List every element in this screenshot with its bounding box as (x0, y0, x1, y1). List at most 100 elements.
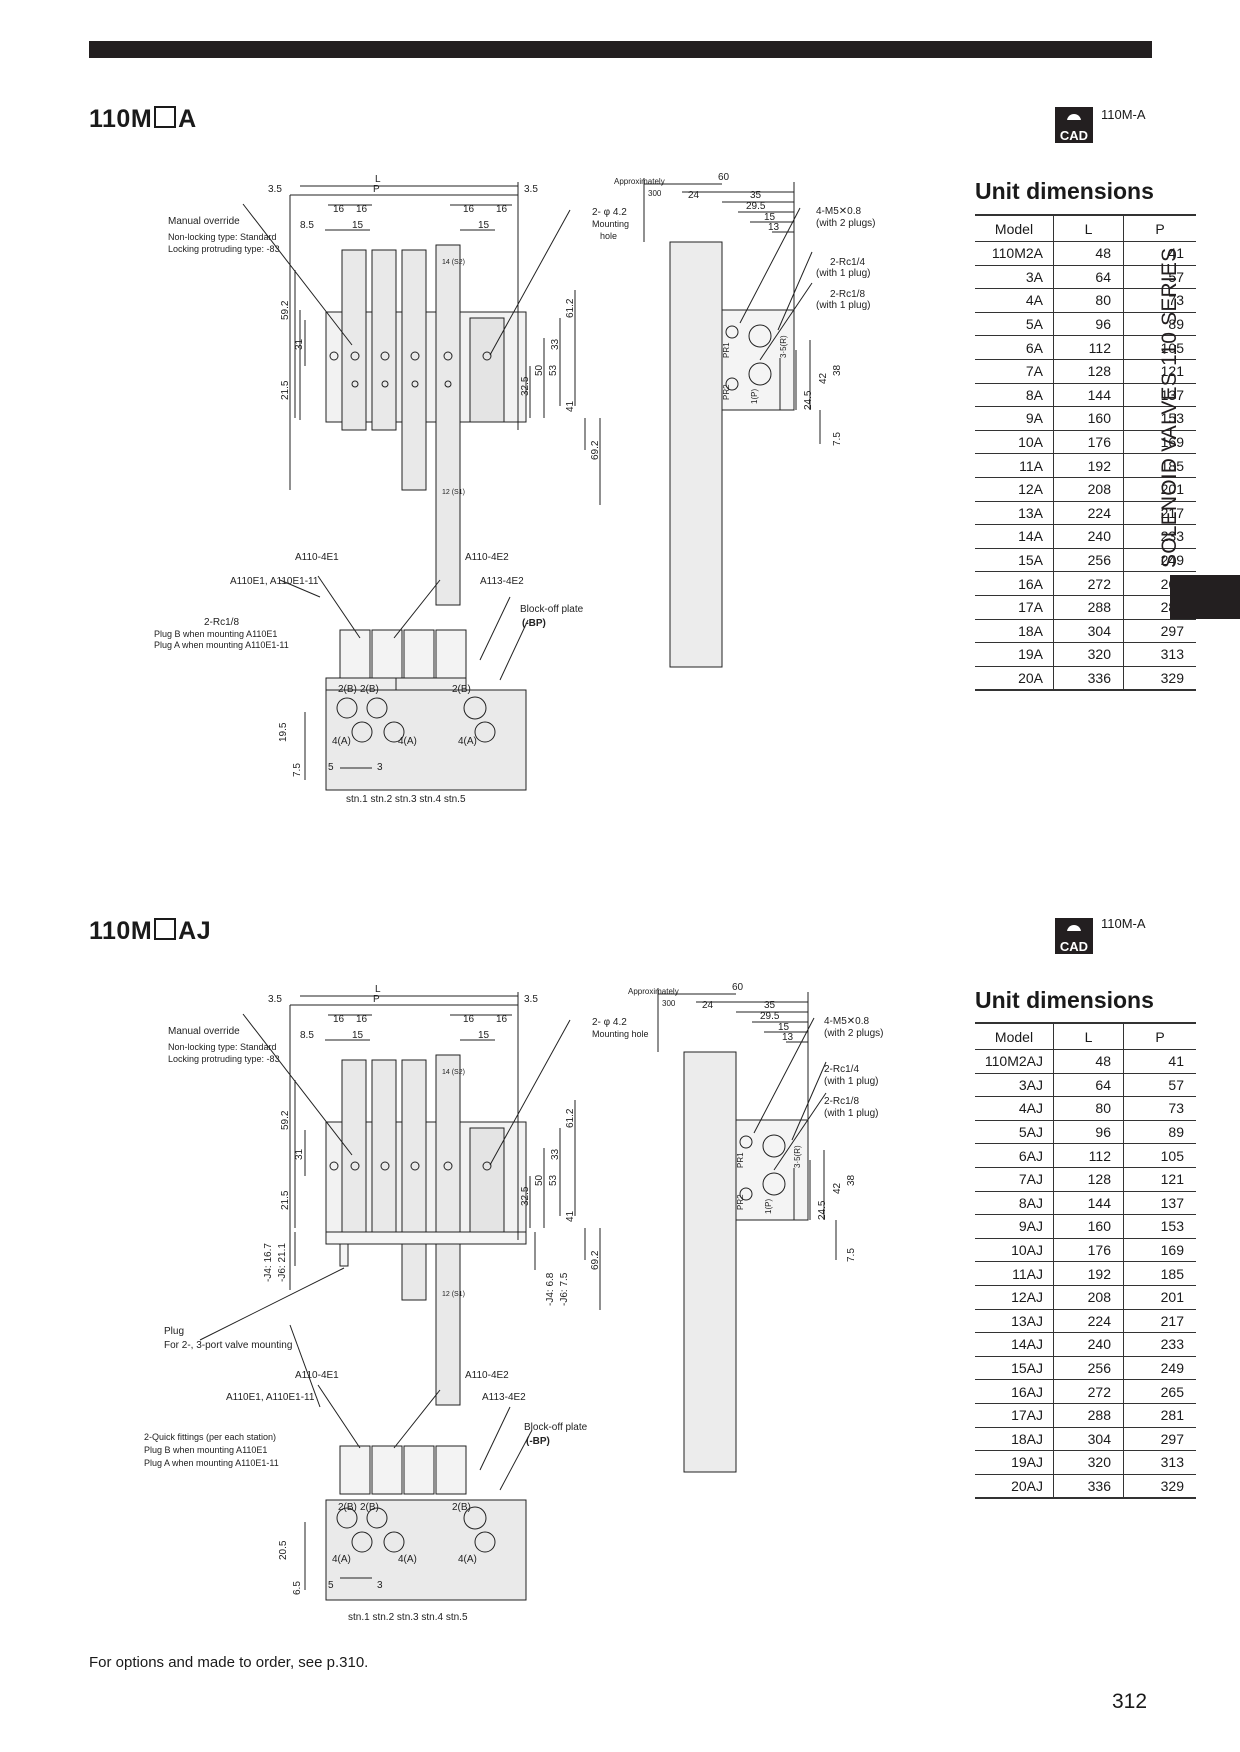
dim-label: 61.2 (565, 298, 576, 318)
dim-label: 29.5 (746, 201, 766, 212)
dim-label: 7.5 (292, 763, 303, 777)
dim-label: 15 (478, 1030, 490, 1041)
cell-p: 185 (1123, 1261, 1196, 1286)
cad-icon[interactable]: CAD (1055, 918, 1093, 954)
cell-l: 288 (1053, 595, 1124, 620)
dim-label: 16 (496, 1014, 508, 1025)
cell-l: 160 (1053, 1214, 1124, 1239)
dim-label: 16 (333, 204, 345, 215)
cell-l: 336 (1053, 1474, 1124, 1500)
cell-p: 73 (1123, 288, 1196, 313)
port-label: 2(B) (338, 1502, 357, 1513)
dim-label: 69.2 (590, 1250, 601, 1270)
label-stations: stn.1 stn.2 stn.3 stn.4 stn.5 (346, 794, 466, 805)
label-block-off: Block-off plate (524, 1422, 588, 1433)
label-manual-override: Manual override (168, 1026, 240, 1037)
dim-label: 29.5 (760, 1011, 780, 1022)
cell-model: 6AJ (975, 1143, 1054, 1168)
cell-model: 16A (975, 571, 1054, 596)
label-rc14-plug: (with 1 plug) (816, 268, 870, 279)
cell-model: 7AJ (975, 1167, 1054, 1192)
cell-model: 7A (975, 359, 1054, 384)
cell-l: 128 (1053, 359, 1124, 384)
label-s1: 12 (S1) (442, 489, 465, 496)
cell-p: 121 (1123, 359, 1196, 384)
label-m5-plugs: (with 2 plugs) (816, 218, 875, 229)
cell-model: 9A (975, 406, 1054, 431)
dim-label: 15 (352, 220, 364, 231)
cell-l: 224 (1053, 1309, 1124, 1334)
dim-label: 3.5 (524, 184, 538, 195)
cell-model: 8AJ (975, 1191, 1054, 1216)
dim-label: L (375, 174, 381, 185)
port-label: 2(B) (360, 684, 379, 695)
dim-label: 3.5 (268, 184, 282, 195)
label-m5: 4-M5✕0.8 (816, 206, 862, 217)
cell-l: 208 (1053, 477, 1124, 502)
dim-label: 20.5 (278, 1540, 289, 1560)
cell-l: 240 (1053, 1332, 1124, 1357)
cad-icon[interactable]: CAD (1055, 107, 1093, 143)
dim-label: 15 (764, 212, 776, 223)
cell-model: 3AJ (975, 1073, 1054, 1098)
cell-model: 5A (975, 312, 1054, 337)
dim-label: 42 (832, 1182, 843, 1194)
cell-l: 176 (1053, 430, 1124, 455)
cell-model: 13AJ (975, 1309, 1054, 1334)
cell-l: 208 (1053, 1285, 1124, 1310)
cell-model: 15A (975, 548, 1054, 573)
cell-p: 169 (1123, 1238, 1196, 1263)
dimension-drawing-110m-a: L P 3.5 3.5 16 16 16 16 8.5 15 15 Manual… (154, 172, 875, 805)
cell-p: 249 (1123, 1356, 1196, 1381)
dim-label: 21.5 (280, 1190, 291, 1210)
dimension-drawing-110m-aj: L P 3.5 3.5 16 16 16 16 8.5 15 15 Manual… (144, 982, 883, 1623)
label-manual-override: Manual override (168, 216, 240, 227)
col-model: Model (975, 1022, 1054, 1050)
cell-p: 297 (1123, 619, 1196, 644)
cell-l: 48 (1053, 241, 1124, 266)
cell-model: 14A (975, 524, 1054, 549)
dim-label: 38 (846, 1174, 857, 1186)
unit-dimensions-title: Unit dimensions (975, 178, 1154, 204)
side-series-label: SOLENOID VALVES 110 SERIES (1158, 247, 1181, 568)
cell-model: 11AJ (975, 1261, 1054, 1286)
cell-p: 89 (1123, 312, 1196, 337)
cell-l: 80 (1053, 1096, 1124, 1121)
cell-p: 265 (1123, 1379, 1196, 1404)
label-plug-a: Plug A when mounting A110E1-11 (144, 1458, 279, 1468)
label-mounting-hole: Mounting (592, 219, 629, 229)
label-s2: 14 (S2) (442, 1069, 465, 1076)
dim-label: 5 (328, 762, 334, 773)
label-approx: Approximately (614, 177, 665, 186)
cell-model: 4A (975, 288, 1054, 313)
label-a110-4e1: A110-4E1 (295, 552, 339, 563)
dim-label: 53 (548, 1174, 559, 1186)
port-label: 4(A) (332, 1554, 351, 1565)
cell-p: 169 (1123, 430, 1196, 455)
cell-model: 17AJ (975, 1403, 1054, 1428)
label-mounting-hole: 2- φ 4.2 (592, 1017, 627, 1028)
dim-label: 32.5 (520, 376, 531, 396)
cell-l: 96 (1053, 1120, 1124, 1145)
dim-label: 16 (496, 204, 508, 215)
cell-l: 112 (1053, 1143, 1124, 1168)
dim-label: 38 (832, 364, 843, 376)
cell-l: 320 (1053, 1450, 1124, 1475)
footnote: For options and made to order, see p.310… (89, 1654, 369, 1671)
cell-p: 121 (1123, 1167, 1196, 1192)
label-s1: 12 (S1) (442, 1291, 465, 1298)
label-m5: 4-M5✕0.8 (824, 1016, 870, 1027)
label-pr2: PR2 (722, 384, 731, 400)
dim-label: L (375, 984, 381, 995)
cell-model: 8A (975, 383, 1054, 408)
label-a110e1: A110E1, A110E1-11 (226, 1392, 315, 1403)
